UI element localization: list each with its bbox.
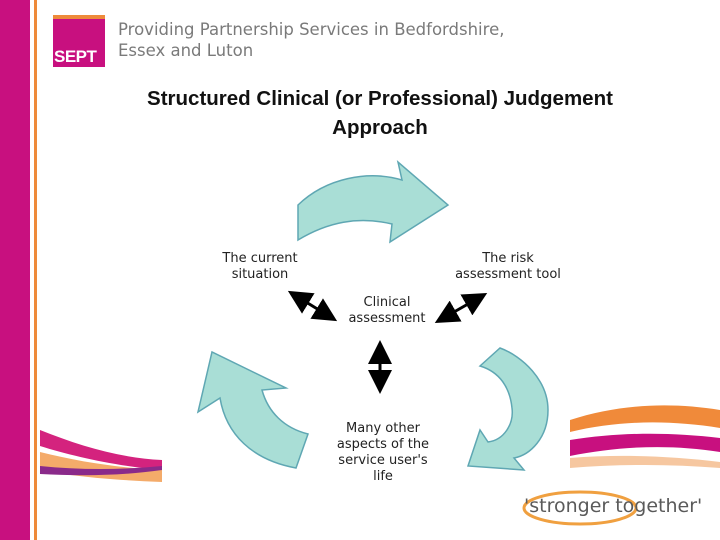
- node-life-line-1: Many other: [346, 421, 420, 436]
- slide-title-line-1: Structured Clinical (or Professional) Ju…: [147, 87, 613, 110]
- node-life-line-2: aspects of the: [336, 437, 430, 452]
- node-center-line-2: assessment: [348, 311, 426, 326]
- footer-oval: [522, 490, 638, 526]
- connector-arrow-current: [287, 290, 338, 322]
- right-swoosh-magenta: [570, 433, 720, 456]
- header-line-1: Providing Partnership Services in Bedfor…: [118, 20, 505, 39]
- right-swoosh-light: [570, 455, 720, 468]
- node-life-line-3: service user's: [338, 453, 428, 468]
- left-swoosh-purple: [40, 466, 162, 476]
- logo-text: SEPT: [54, 47, 97, 66]
- node-clinical-assessment: Clinical assessment: [342, 295, 432, 327]
- header-line-2: Essex and Luton: [118, 41, 254, 60]
- node-risk-line-2: assessment tool: [455, 267, 561, 282]
- slide-title-line-2: Approach: [332, 116, 428, 139]
- left-orange-line: [34, 0, 37, 540]
- cycle-arrow-left: [196, 350, 309, 469]
- logo-orange-strip: [53, 15, 105, 19]
- node-current-line-2: situation: [231, 267, 289, 282]
- footer-slogan: 'stronger together': [524, 495, 703, 517]
- left-magenta-bar: [0, 0, 30, 540]
- node-current-situation: The current situation: [215, 251, 305, 283]
- sept-logo: SEPT: [53, 15, 105, 67]
- node-risk-line-1: The risk: [482, 251, 534, 266]
- left-swoosh-magenta: [40, 430, 162, 470]
- node-center-line-1: Clinical: [363, 295, 411, 310]
- node-life-line-4: life: [373, 469, 393, 484]
- node-other-aspects: Many other aspects of the service user's…: [330, 421, 436, 485]
- cycle-arrow-top: [297, 159, 450, 244]
- cycle-arrow-right: [466, 347, 549, 471]
- connector-arrow-risk: [434, 293, 488, 323]
- slide-title: Structured Clinical (or Professional) Ju…: [80, 84, 680, 142]
- right-swoosh-orange: [570, 405, 720, 432]
- node-risk-assessment-tool: The risk assessment tool: [450, 251, 566, 283]
- node-current-line-1: The current: [222, 251, 298, 266]
